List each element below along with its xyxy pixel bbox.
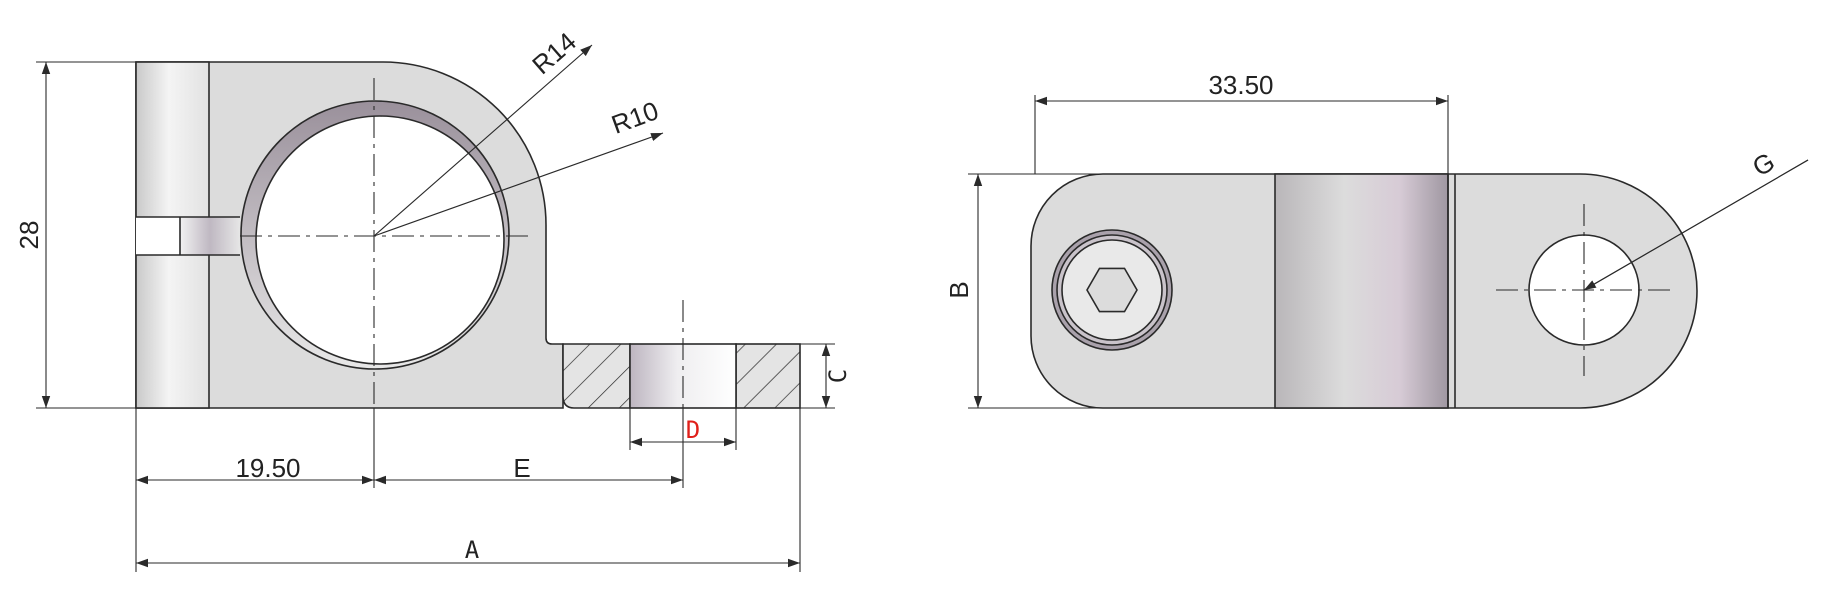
dim-r14-label: R14 xyxy=(526,26,582,80)
dim-19-50-label: 19.50 xyxy=(235,453,300,483)
clamp-bore-inner xyxy=(255,115,505,365)
dim-28-label: 28 xyxy=(14,221,44,250)
dim-e-label: E xyxy=(513,453,530,483)
dim-c-label: C xyxy=(824,369,852,383)
dim-g-label: G xyxy=(1747,146,1780,182)
dim-d-label: D xyxy=(686,416,700,444)
clamp-slot-inner xyxy=(180,217,240,255)
dim-b-label: B xyxy=(944,281,974,298)
flange-section-left xyxy=(562,343,631,409)
side-view: 28 R14 R10 19.50 E A C D xyxy=(14,26,852,572)
plate-center-band xyxy=(1274,173,1449,409)
dim-r10-label: R10 xyxy=(607,95,662,140)
dim-33-50-label: 33.50 xyxy=(1208,70,1273,100)
dim-a-label: A xyxy=(465,536,480,564)
top-view: 33.50 B G xyxy=(944,70,1809,409)
flange-section-right xyxy=(735,343,801,409)
hex-socket-icon xyxy=(1086,267,1138,313)
